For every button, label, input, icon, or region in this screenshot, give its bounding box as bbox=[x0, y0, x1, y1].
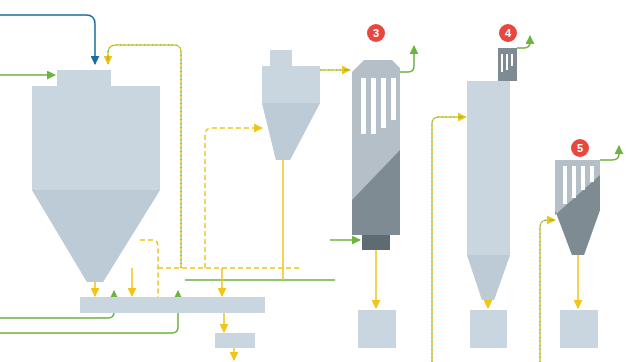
callout-number: 3 bbox=[367, 24, 385, 42]
callout-number: 5 bbox=[571, 139, 589, 157]
callout-number: 4 bbox=[499, 24, 517, 42]
